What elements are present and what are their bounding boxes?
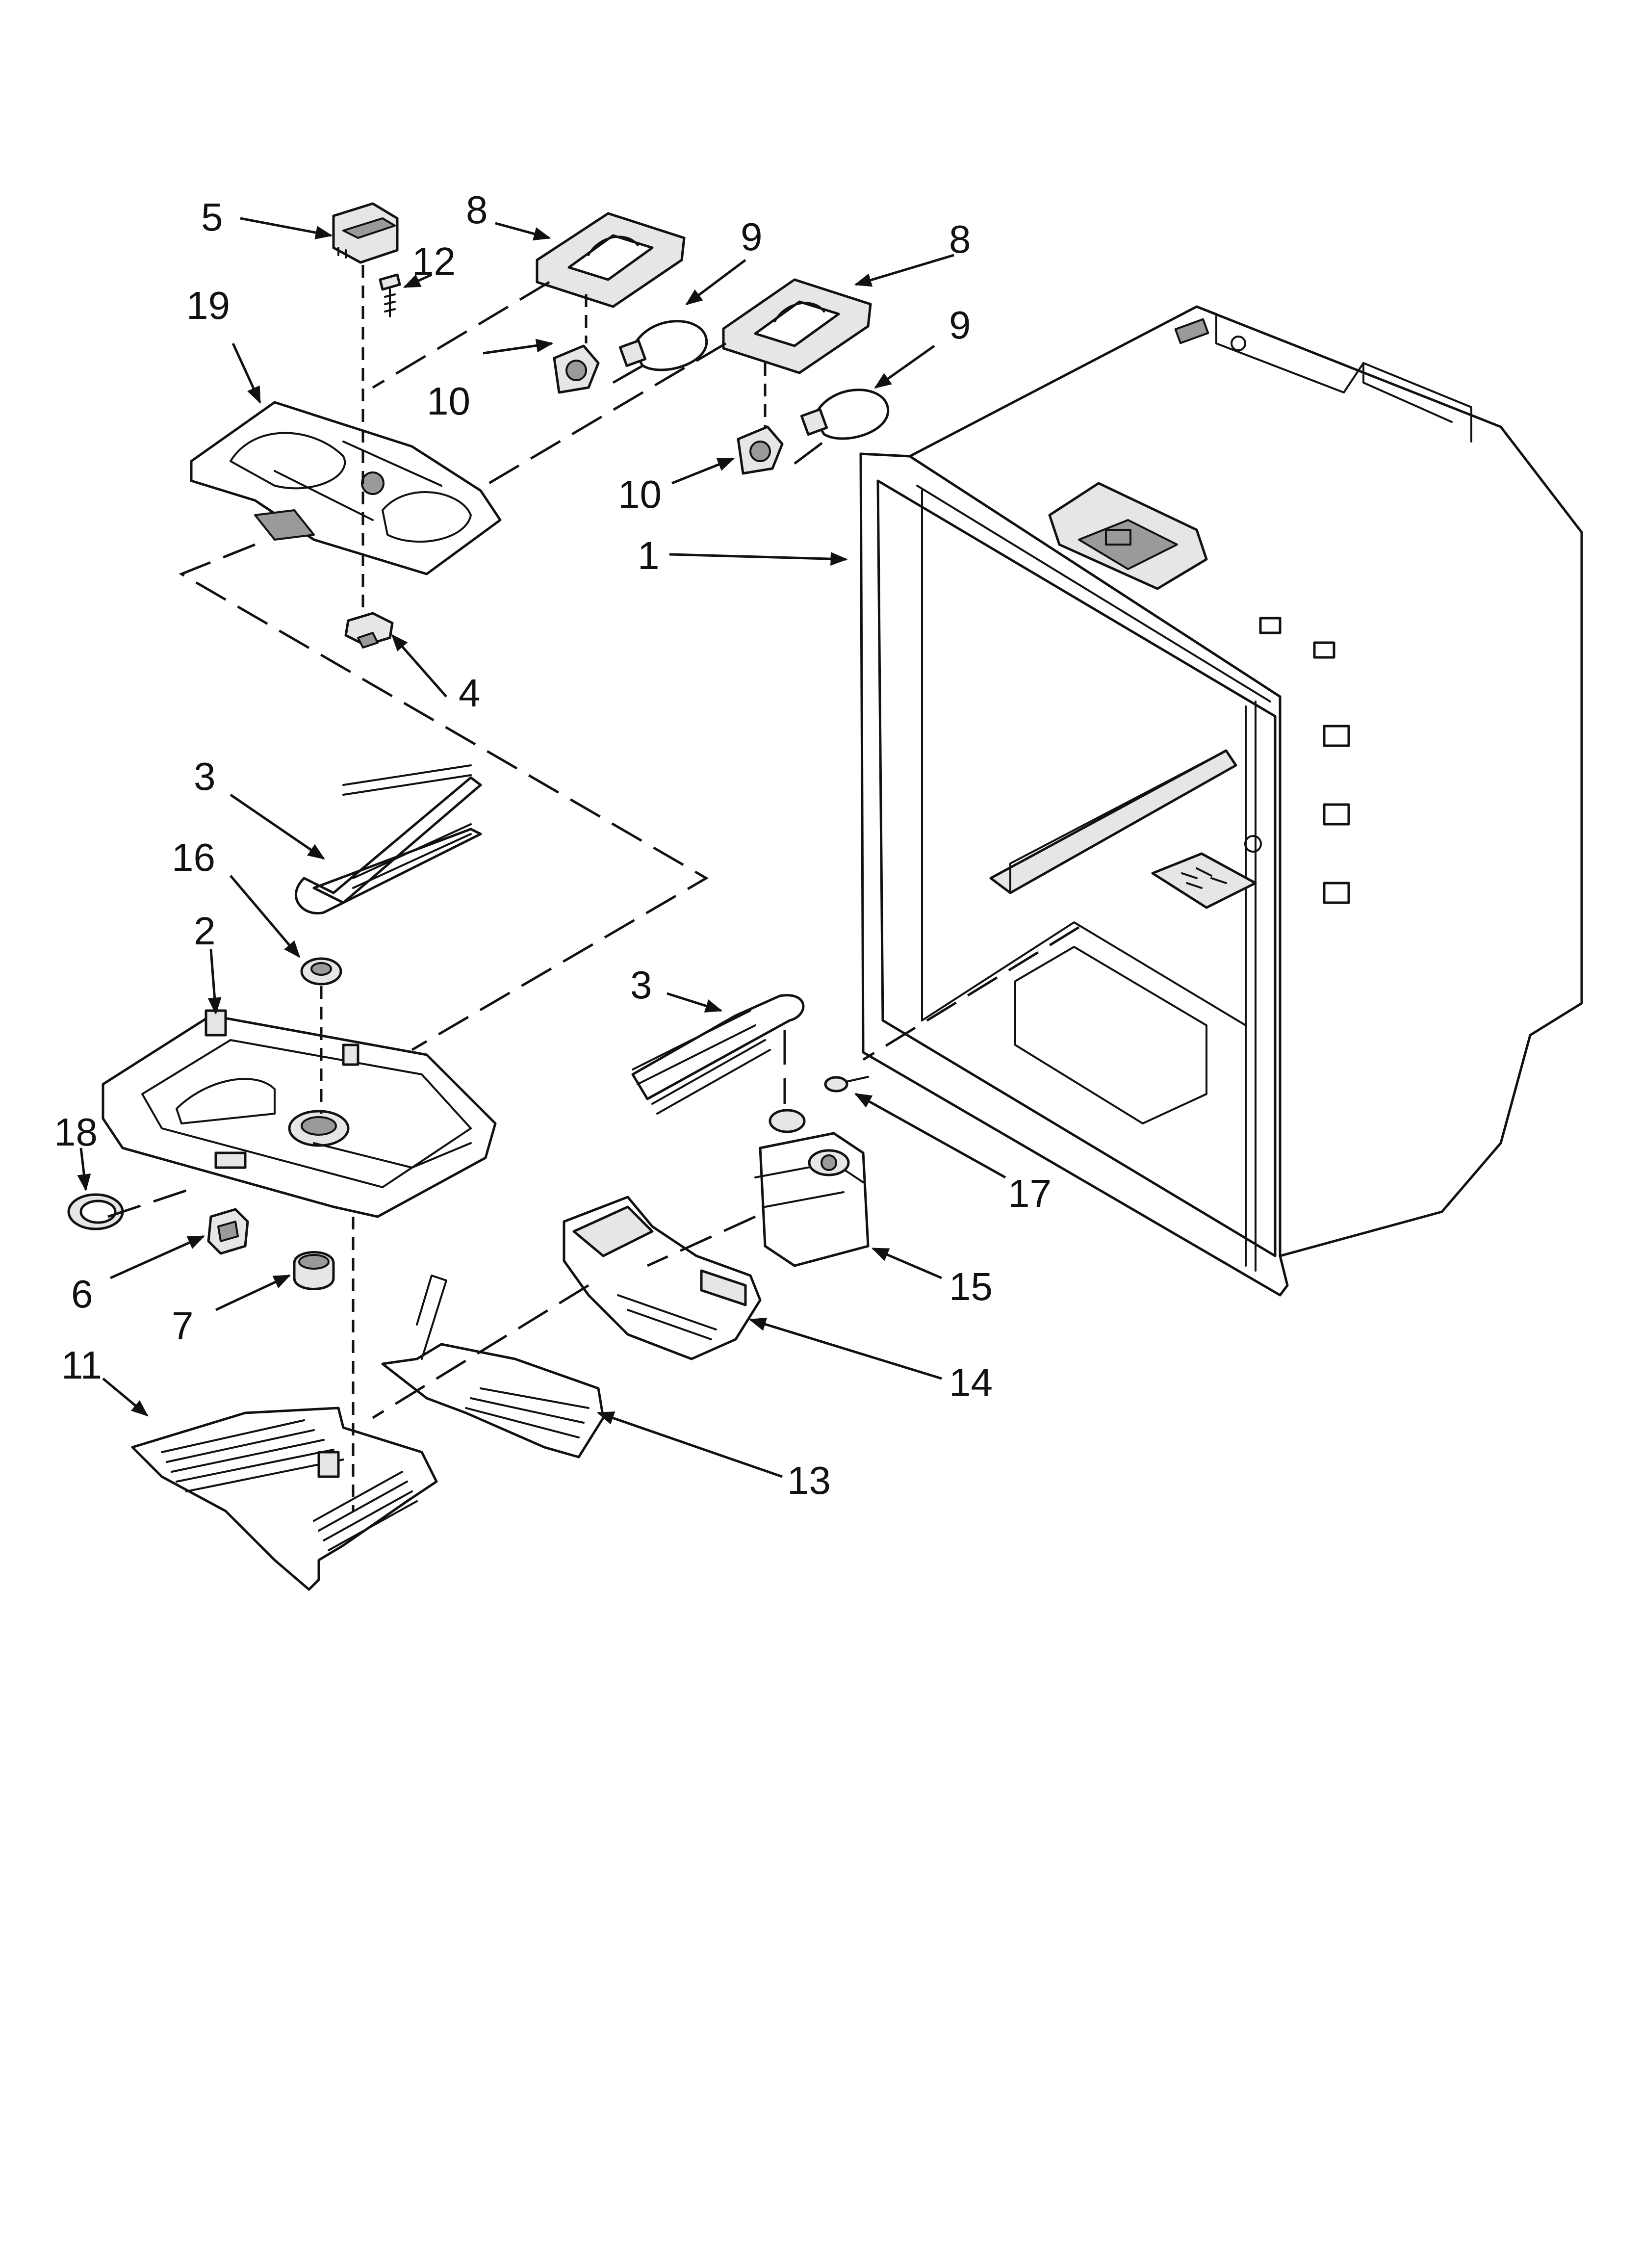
part-17-screw: [824, 1076, 869, 1093]
part-8-light-shield-left: [536, 212, 686, 308]
callout-15: 15: [949, 1265, 993, 1308]
callout-10b: 10: [618, 472, 662, 516]
part-2-drawer-cover: [102, 1009, 497, 1218]
part-13-crisper-cover: [381, 1275, 605, 1459]
part-10-socket-right: [737, 425, 784, 475]
part-9-bulb-left: [618, 320, 708, 371]
callout-7: 7: [172, 1304, 194, 1348]
part-11-grille: [131, 1407, 438, 1591]
part-9-bulb-right: [800, 389, 890, 440]
leader-arrows: [77, 217, 1006, 1478]
part-10-socket-left: [553, 344, 600, 394]
part-5-switch-housing: [332, 202, 399, 264]
callout-14: 14: [949, 1360, 993, 1404]
part-15-valve: [754, 1109, 870, 1267]
callout-9a: 9: [741, 215, 763, 259]
callout-9b: 9: [949, 303, 971, 347]
callout-4: 4: [459, 671, 481, 715]
callout-3a: 3: [194, 755, 216, 798]
assembly-guide-lines: [107, 265, 1080, 1511]
part-7-knob: [293, 1251, 335, 1290]
callout-13: 13: [787, 1459, 831, 1502]
part-18-plug: [67, 1193, 124, 1230]
callout-8b: 8: [949, 217, 971, 261]
callout-11: 11: [61, 1343, 102, 1387]
callout-1: 1: [638, 534, 660, 577]
callout-18: 18: [54, 1110, 98, 1154]
callout-8a: 8: [466, 188, 488, 232]
callout-19: 19: [186, 284, 230, 327]
callout-16: 16: [172, 835, 215, 879]
part-14-filter-housing: [563, 1196, 762, 1360]
callout-6: 6: [71, 1272, 93, 1316]
part-8-light-shield-right: [722, 278, 872, 374]
part-1-liner: [859, 305, 1583, 1297]
part-4-lamp-holder: [344, 612, 394, 649]
callout-5: 5: [201, 195, 223, 239]
callout-2: 2: [194, 909, 216, 953]
part-16-wheel: [300, 957, 342, 986]
callout-labels: 5 12 19 8 9 10 8 9 10 1 4 3 16 2 18 6 7 …: [54, 188, 1052, 1502]
callout-3b: 3: [630, 963, 652, 1007]
part-19-light-bracket: [190, 401, 502, 575]
callout-17: 17: [1008, 1172, 1052, 1215]
part-3-rail-top: [294, 764, 482, 914]
callout-12: 12: [412, 239, 456, 283]
callout-10a: 10: [427, 379, 470, 423]
part-6-switch: [207, 1208, 249, 1255]
part-3-rail-bottom: [631, 994, 805, 1115]
part-12-screw: [379, 273, 401, 317]
